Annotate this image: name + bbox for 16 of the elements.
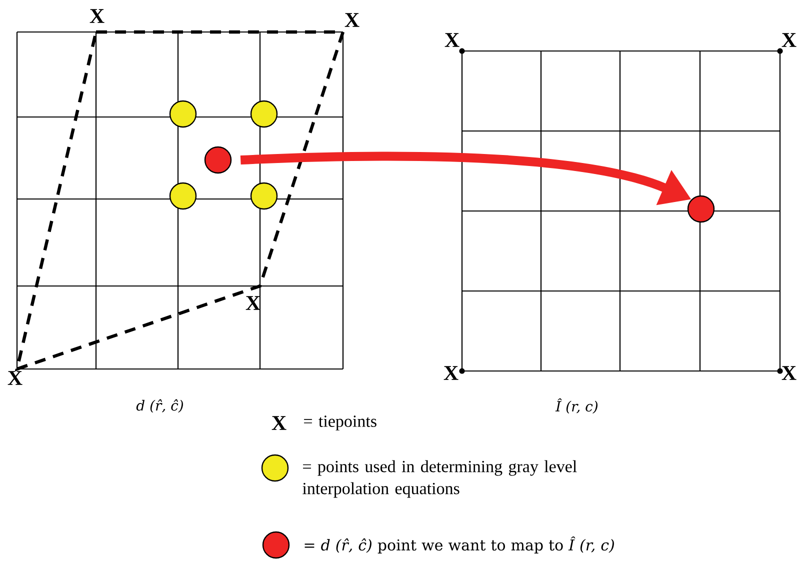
image-caption: d (r̂, ĉ) (136, 399, 183, 413)
image-caption: Î (r, c) (555, 398, 598, 414)
tiepoint-mark: X (444, 366, 458, 380)
legend-text: = d (r̂, ĉ) point we want to map to Î (r, c) (304, 536, 614, 554)
tiepoint-mark: X (246, 296, 260, 310)
legend-text: = points used in determining gray level interpolation equations (302, 460, 577, 498)
tiepoint-mark: X (90, 9, 104, 23)
legend-symbol: X (272, 416, 286, 430)
point-marker (204, 146, 232, 174)
tiepoint-mark: X (344, 13, 360, 27)
tiepoint-mark: X (782, 366, 796, 380)
legend-text: = tiepoints (304, 416, 376, 430)
tiepoint-mark: X (8, 371, 22, 385)
point-marker (687, 195, 715, 223)
tiepoint-mark: X (782, 33, 796, 47)
tiepoint-mark: X (444, 33, 460, 47)
